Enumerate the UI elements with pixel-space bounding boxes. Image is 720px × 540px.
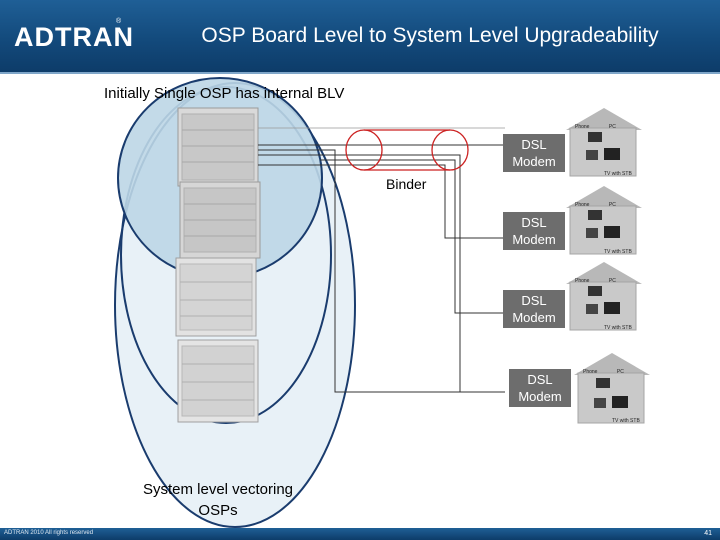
house-pc-label: PC [608, 202, 616, 208]
osp-cabinet-2 [179, 181, 261, 259]
house-tv-label-1: TV with STB [604, 171, 632, 177]
house-icon-4 [574, 353, 650, 424]
dsl-modem-1: DSL Modem [503, 134, 565, 172]
house-labels-1: Phone PC [575, 124, 635, 130]
system-label-line2: OSPs [198, 502, 238, 519]
binder-ellipse-left [345, 129, 383, 171]
osp-cabinet-4 [177, 339, 259, 423]
modem-line2: Modem [512, 154, 556, 169]
slide-title: OSP Board Level to System Level Upgradea… [201, 24, 659, 47]
house-phone-label: Phone [575, 124, 590, 130]
copyright-text: ADTRAN 2010 All rights reserved [4, 530, 94, 536]
modem-line1: DSL [521, 293, 547, 308]
house-phone-label: Phone [575, 202, 590, 208]
house-labels-2: Phone PC [575, 202, 635, 208]
dsl-modem-2: DSL Modem [503, 212, 565, 250]
footer-bar [0, 528, 720, 540]
house-tv-label-4: TV with STB [612, 418, 640, 424]
house-labels-3: Phone PC [575, 278, 635, 284]
modem-line2: Modem [512, 310, 556, 325]
header-divider [0, 72, 720, 74]
modem-line2: Modem [512, 232, 556, 247]
house-icon-2 [566, 186, 642, 255]
house-pc-label: PC [616, 369, 624, 375]
header-bar [0, 0, 720, 72]
osp-cabinet-1 [177, 107, 259, 187]
house-tv-label-3: TV with STB [604, 325, 632, 331]
house-pc-label: PC [608, 278, 616, 284]
house-pc-label: PC [608, 124, 616, 130]
house-icon-1 [566, 108, 642, 177]
modem-line1: DSL [521, 137, 547, 152]
osp-cabinet-3 [175, 257, 257, 337]
dsl-modem-3: DSL Modem [503, 290, 565, 328]
page-number: 41 [704, 530, 712, 537]
house-phone-label: Phone [583, 369, 598, 375]
binder-label: Binder [386, 176, 427, 192]
house-tv-label-2: TV with STB [604, 249, 632, 255]
diagram-subtitle: Initially Single OSP has internal BLV [104, 85, 345, 102]
system-label-line1: System level vectoring [142, 481, 294, 498]
house-labels-4: Phone PC [583, 369, 643, 375]
modem-line1: DSL [521, 215, 547, 230]
adtran-logo: ADTRAN [14, 22, 134, 52]
house-icon-3 [566, 262, 642, 331]
system-level-label: System level vectoring OSPs [118, 479, 318, 521]
dsl-modem-4: DSL Modem [509, 369, 571, 407]
house-phone-label: Phone [575, 278, 590, 284]
binder-ellipse-right [431, 129, 469, 171]
modem-line1: DSL [527, 372, 553, 387]
modem-line2: Modem [518, 389, 562, 404]
registered-mark: ® [116, 18, 122, 25]
